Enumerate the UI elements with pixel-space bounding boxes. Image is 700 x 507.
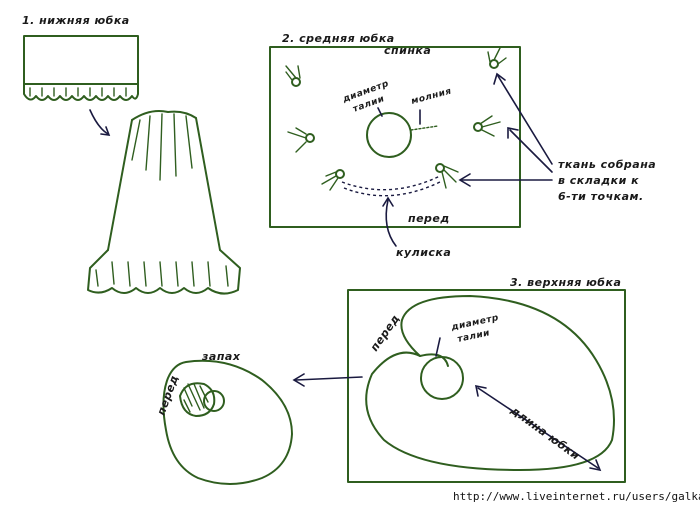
note-arrow-3-head [458, 173, 471, 187]
middle-skirt-panel [269, 46, 521, 228]
length-arrow-head-start [474, 384, 487, 397]
top-skirt-outline [365, 295, 615, 471]
section1-title: 1. нижняя юбка [22, 14, 130, 27]
waist-circle-middle [366, 112, 439, 158]
pointer-top-waist [435, 337, 441, 357]
gather-point-2 [487, 47, 507, 69]
gather-point-4 [473, 115, 501, 137]
gather-point-6 [435, 163, 459, 189]
wrap-skirt-result [162, 359, 293, 485]
label-skirt-length: длина юбки [507, 403, 582, 462]
label-front: перед [408, 212, 450, 225]
gather-point-3 [287, 127, 315, 153]
gather-point-1 [285, 65, 301, 87]
note-line-2: в складки к [558, 174, 639, 187]
note-arrow-1-head [493, 72, 506, 85]
waist-circle-top [420, 356, 464, 400]
label-wrap-front: перед [155, 373, 182, 417]
top-skirt-panel [347, 289, 626, 483]
pointer-waist [377, 107, 383, 117]
label-top-front: перед [368, 312, 403, 354]
label-drawstring: кулиска [396, 246, 451, 259]
note-line-1: ткань собрана [558, 158, 656, 171]
gather-point-5 [321, 169, 345, 191]
arrow-to-wrap-head [292, 373, 305, 387]
note-arrow-1 [497, 75, 553, 165]
note-arrow-2 [509, 129, 553, 173]
arrow-head [100, 126, 111, 136]
source-url: http://www.liveinternet.ru/users/galka5/ [453, 490, 700, 503]
section2-title: 2. средняя юбка [282, 32, 395, 45]
pointer-drawstring [385, 199, 397, 247]
note-line-3: 6-ти точкам. [558, 190, 644, 203]
note-arrow-2-head [507, 127, 519, 139]
section3-title: 3. верхняя юбка [510, 276, 621, 289]
length-arrow-head-end [589, 459, 602, 472]
label-back: спинка [384, 44, 431, 57]
pointer-drawstring-head [382, 196, 394, 207]
label-top-waist-1: диаметр [450, 313, 500, 333]
arrow-to-skirt [89, 109, 109, 135]
underskirt-gathered [87, 110, 241, 295]
arrow-to-wrap [295, 376, 363, 381]
underskirt-flat-piece [23, 35, 139, 101]
label-zipper: молния [410, 87, 453, 107]
top-skirt-inner-curve [419, 353, 449, 367]
label-wrap-overlap: запах [201, 350, 241, 363]
drawstring-line-1 [341, 175, 441, 191]
length-arrow [477, 387, 599, 469]
